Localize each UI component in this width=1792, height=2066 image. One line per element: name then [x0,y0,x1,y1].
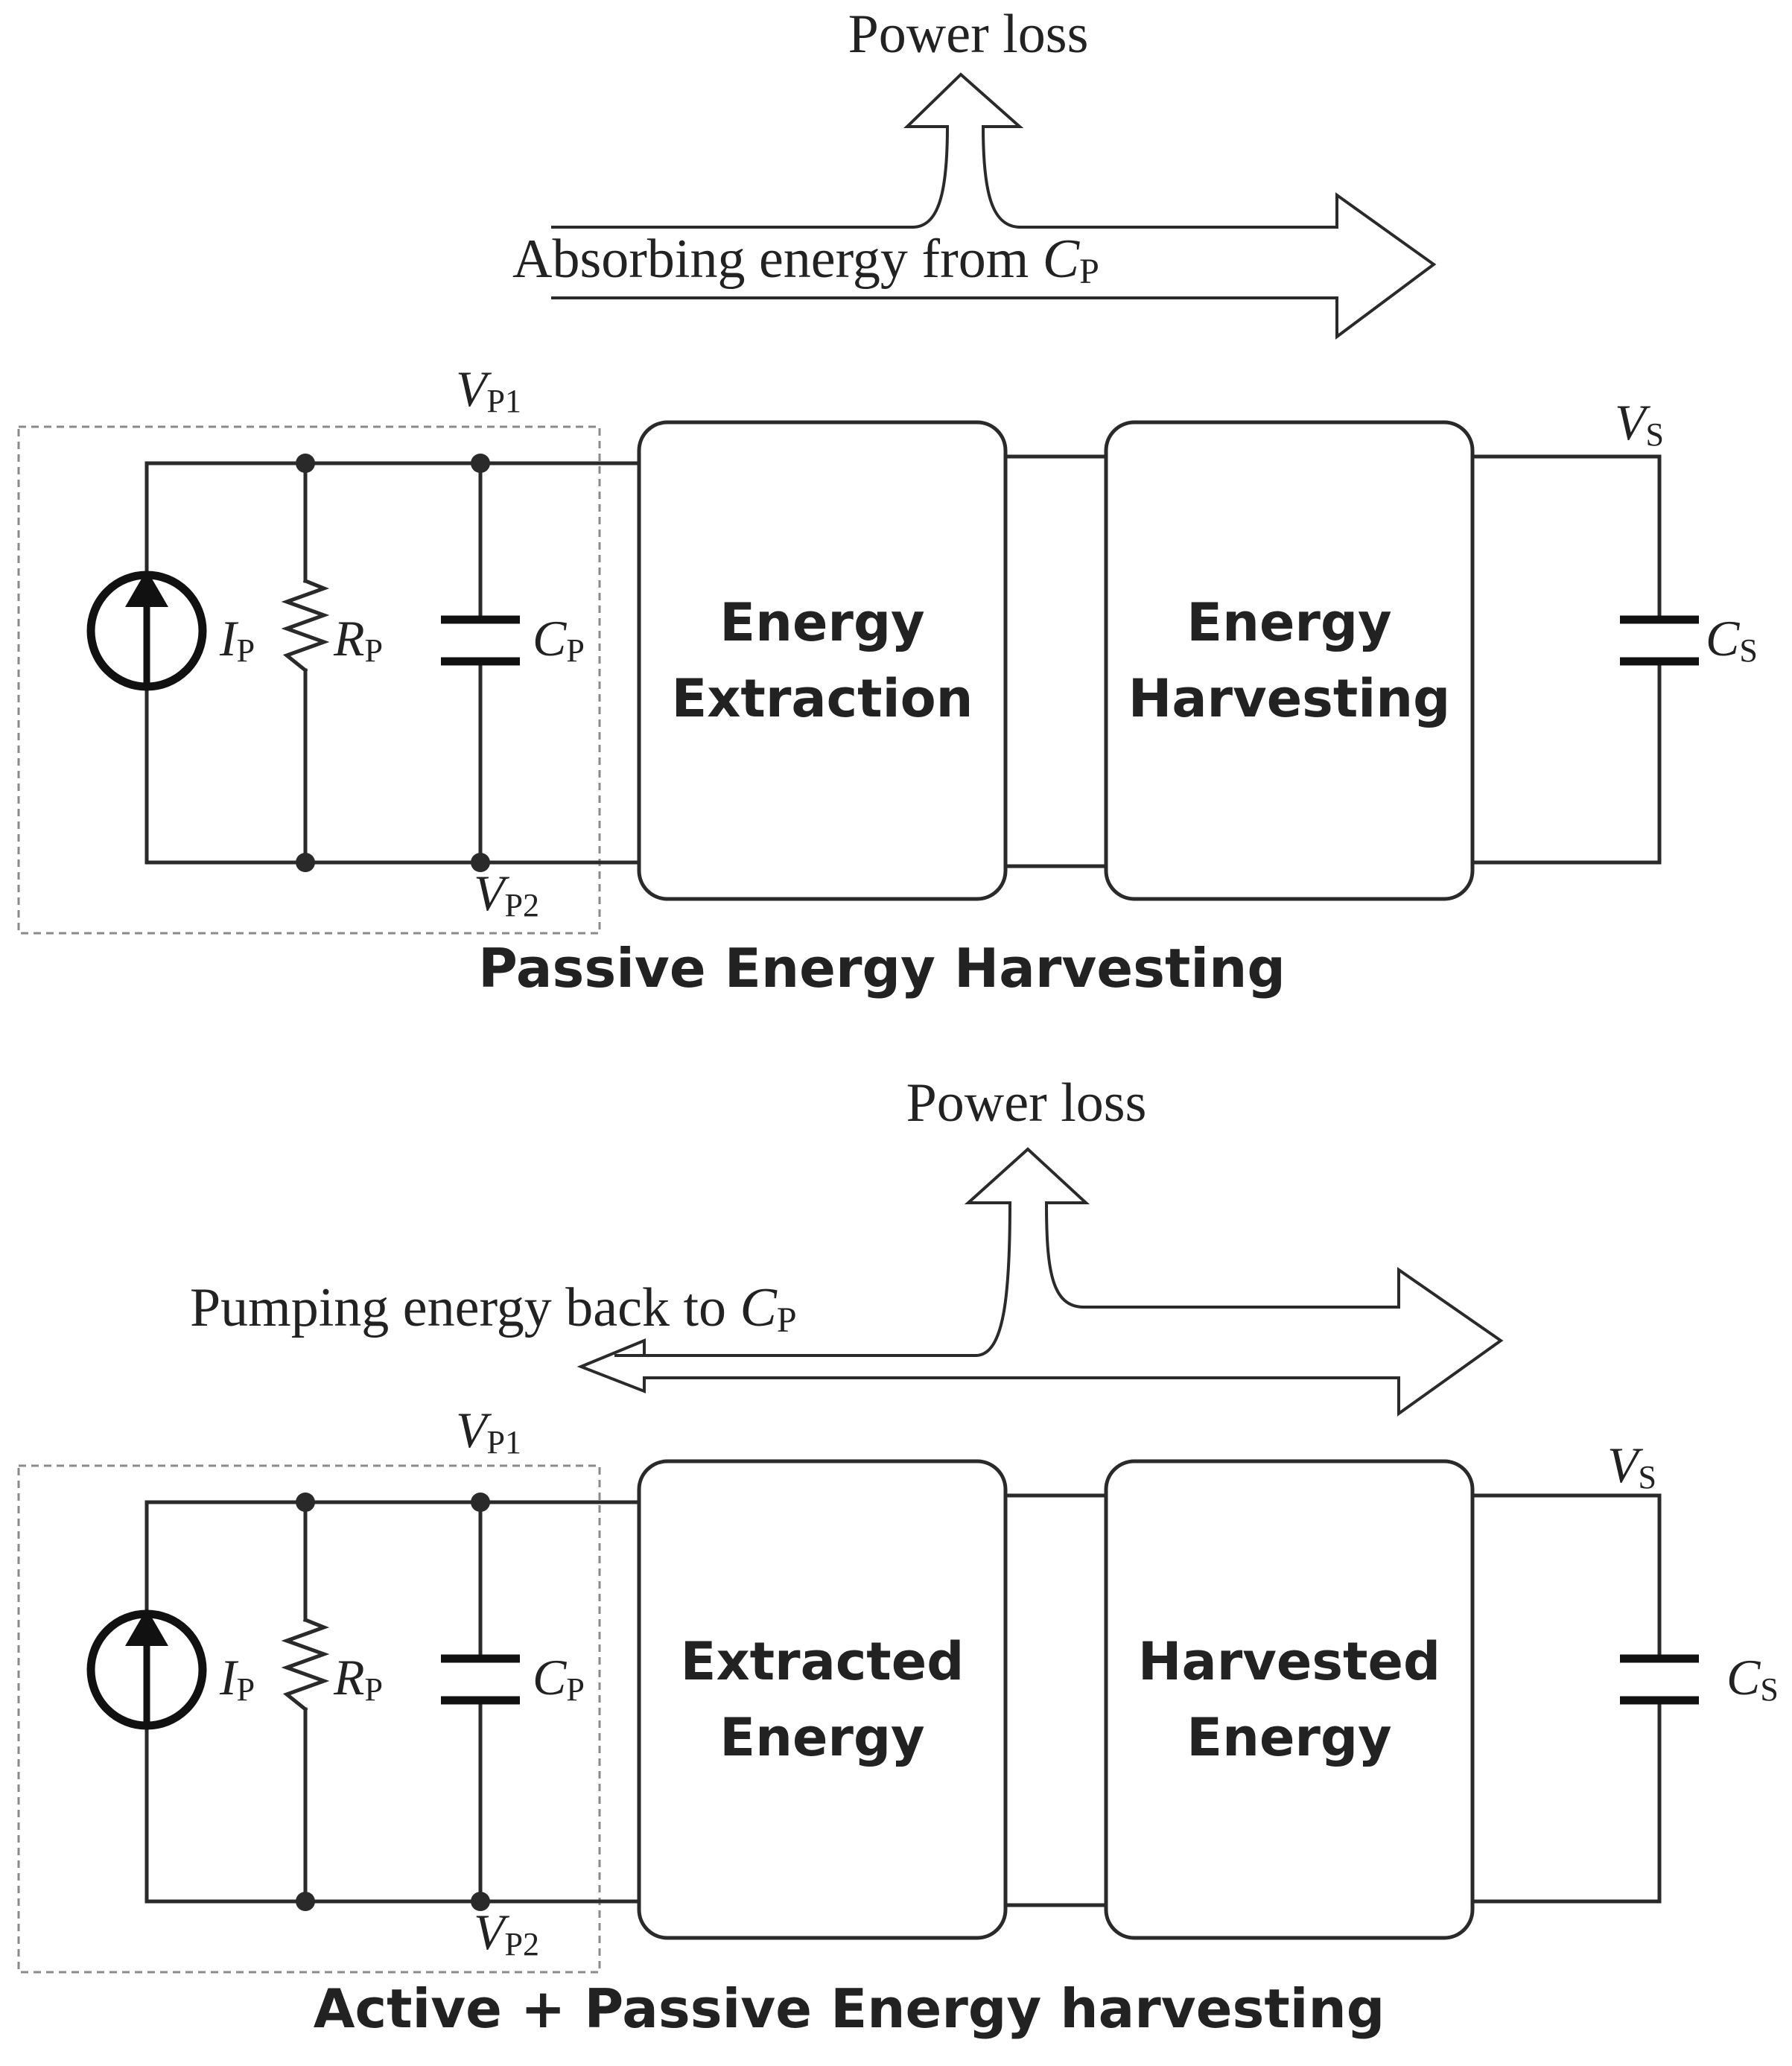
bottom-vp2-label: VP2 [474,1904,539,1962]
top-node-dot [471,454,490,473]
bottom-power-flow-arrow [576,1147,1504,1417]
top-node-dot [471,853,490,872]
top-rp-label: RP [333,610,383,669]
top-block1-line1: Energy [719,592,924,653]
bottom-resistor-icon [281,1617,330,1712]
top-flow-label: Absorbing energy from CP [512,229,1099,291]
bottom-cp-capacitor-icon [441,1654,520,1705]
bottom-vs-label: VS [1607,1437,1656,1496]
bottom-block2-line2: Energy [1186,1707,1391,1768]
top-block2-line1: Energy [1186,592,1391,653]
bottom-ip-label: IP [219,1649,255,1708]
bottom-power-loss-label: Power loss [906,1072,1147,1134]
bottom-panel: Power loss Pumping energy back to CP IP … [17,1072,1779,2040]
top-node-dot [296,853,315,872]
bottom-node-dot [471,1493,490,1512]
top-vp1-label: VP1 [456,360,521,419]
bottom-node-dot [296,1493,315,1512]
bottom-block1-line2: Energy [719,1707,924,1768]
top-resistor-icon [281,578,330,673]
bottom-caption: Active + Passive Energy harvesting [314,1977,1385,2040]
top-wire-output [1469,454,1662,865]
top-cs-label: CS [1706,610,1758,669]
top-power-loss-label: Power loss [848,4,1089,65]
top-wire-between-blocks [1000,454,1112,868]
top-current-source-icon [86,570,207,691]
bottom-block2-line1: Harvested [1138,1631,1440,1692]
bottom-wire-between-blocks [1000,1493,1112,1907]
bottom-node-dot [471,1892,490,1911]
bottom-block1-line1: Extracted [681,1631,965,1692]
top-ip-label: IP [219,610,255,669]
top-caption: Passive Energy Harvesting [478,937,1286,999]
top-vs-label: VS [1615,394,1664,453]
bottom-rp-label: RP [333,1649,383,1708]
top-block1-line2: Extraction [671,668,973,729]
top-vp2-label: VP2 [474,865,539,924]
bottom-harvested-energy-block [1104,1459,1475,1940]
bottom-cs-label: CS [1726,1649,1779,1708]
bottom-cs-capacitor-icon [1620,1654,1699,1705]
top-cs-capacitor-icon [1620,615,1699,666]
bottom-current-source-icon [86,1609,207,1730]
top-panel: Power loss Absorbing energy from CP [17,4,1758,999]
top-cp-label: CP [533,610,585,669]
top-energy-extraction-block [637,420,1008,901]
bottom-flow-label: Pumping energy back to CP [190,1277,797,1340]
bottom-vp1-label: VP1 [456,1402,521,1460]
bottom-node-dot [296,1892,315,1911]
bottom-extracted-energy-block [637,1459,1008,1940]
bottom-wire-output [1469,1493,1662,1904]
top-block2-line2: Harvesting [1128,668,1451,729]
top-cp-capacitor-icon [441,615,520,666]
top-power-flow-arrow [551,72,1437,340]
bottom-cp-label: CP [533,1649,585,1708]
top-node-dot [296,454,315,473]
top-energy-harvesting-block [1104,420,1475,901]
